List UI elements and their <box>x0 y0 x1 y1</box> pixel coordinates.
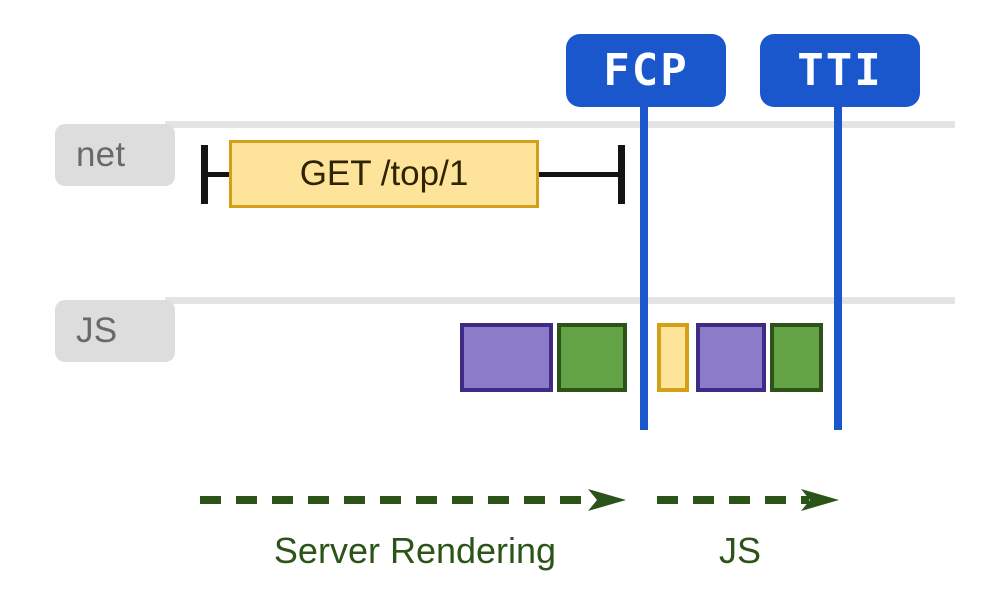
net-track-label: net <box>76 135 126 174</box>
fcp-marker-badge[interactable]: FCP <box>566 34 726 107</box>
fcp-marker-label: FCP <box>603 45 689 96</box>
js-phase-text: JS <box>718 530 761 571</box>
net-track-chip: net <box>55 124 175 186</box>
request-end-connector <box>533 172 623 177</box>
request-end-whisker <box>618 145 625 204</box>
js-task-block[interactable] <box>696 323 766 392</box>
tti-marker-badge[interactable]: TTI <box>760 34 920 107</box>
js-track-label: JS <box>76 311 118 350</box>
js-phase-arrow <box>657 489 839 511</box>
server-rendering-phase-arrow <box>200 489 626 511</box>
request-start-whisker <box>201 145 208 204</box>
network-request-label: GET /top/1 <box>299 154 469 193</box>
js-task-block[interactable] <box>460 323 553 392</box>
js-task-block[interactable] <box>657 323 689 392</box>
js-task-block[interactable] <box>557 323 627 392</box>
js-phase-label: JS <box>660 530 820 572</box>
network-request-bar[interactable]: GET /top/1 <box>229 140 539 208</box>
js-task-block[interactable] <box>770 323 823 392</box>
js-track-line <box>165 297 955 304</box>
request-start-connector <box>206 172 236 177</box>
server-rendering-phase-label: Server Rendering <box>215 530 615 572</box>
server-rendering-phase-text: Server Rendering <box>273 530 557 571</box>
fcp-marker-line <box>640 100 648 430</box>
net-track-line <box>165 121 955 128</box>
tti-marker-label: TTI <box>797 45 883 96</box>
tti-marker-line <box>834 100 842 430</box>
js-track-chip: JS <box>55 300 175 362</box>
